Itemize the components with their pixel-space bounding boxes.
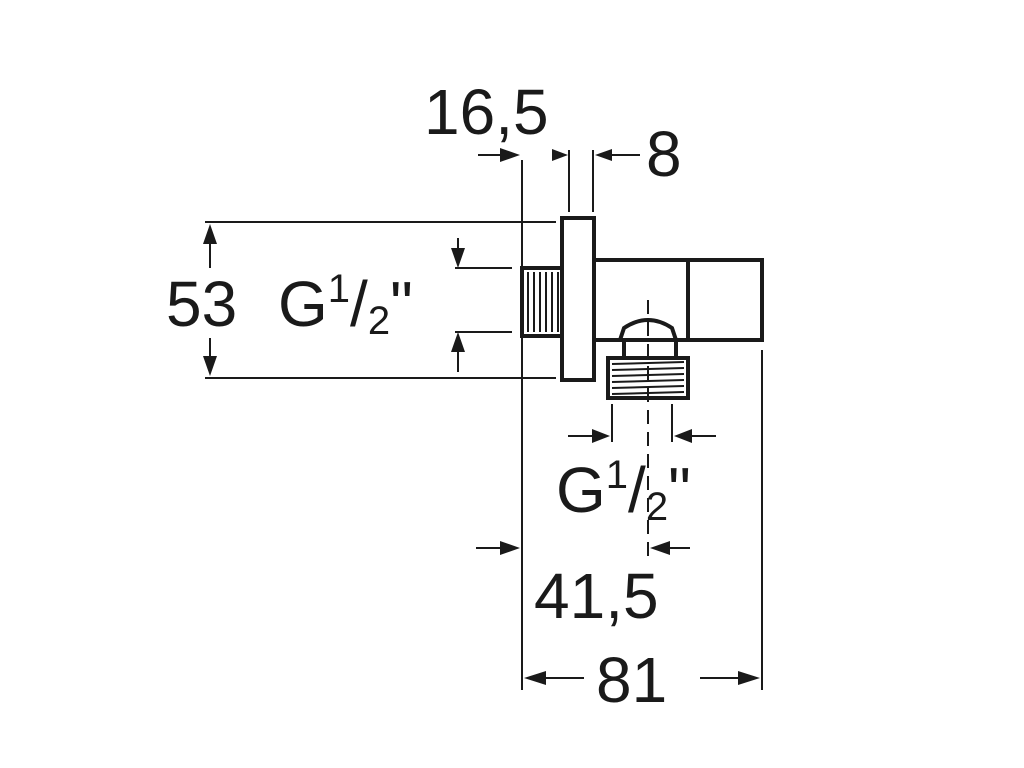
dim-label-41-5: 41,5 (534, 560, 659, 632)
dim-label-outlet-thread: G1/2" (556, 453, 691, 529)
outlet-thread-base: G (556, 454, 606, 526)
main-body (592, 258, 764, 342)
outlet-thread-num: 1 (606, 453, 628, 497)
valve-body (520, 216, 764, 560)
outlet-collar (622, 338, 678, 360)
dim-inlet-thread (451, 238, 465, 372)
outlet-thread-mark: " (668, 454, 691, 526)
dim-label-81: 81 (596, 644, 667, 716)
dim-53 (203, 224, 217, 376)
extension-lines (205, 150, 763, 690)
dim-41-5 (476, 541, 690, 555)
outlet-neck (618, 318, 678, 341)
outlet-thread-den: 2 (646, 485, 668, 529)
dim-label-8: 8 (646, 118, 682, 190)
dim-outlet-thread (568, 429, 716, 443)
inlet-thread-hatch (527, 272, 559, 332)
flange (560, 216, 596, 382)
dim-label-53: 53 (166, 268, 237, 340)
dim-81 (524, 671, 760, 685)
dim-label-inlet-thread: G1/2" (278, 267, 413, 343)
inlet-thread-num: 1 (328, 267, 350, 311)
dim-16-5 (478, 148, 520, 162)
inlet-thread-mark: " (390, 268, 413, 340)
dim-8 (552, 149, 640, 161)
inlet-thread-base: G (278, 268, 328, 340)
dim-label-16-5: 16,5 (424, 76, 549, 148)
inlet-thread-den: 2 (368, 299, 390, 343)
